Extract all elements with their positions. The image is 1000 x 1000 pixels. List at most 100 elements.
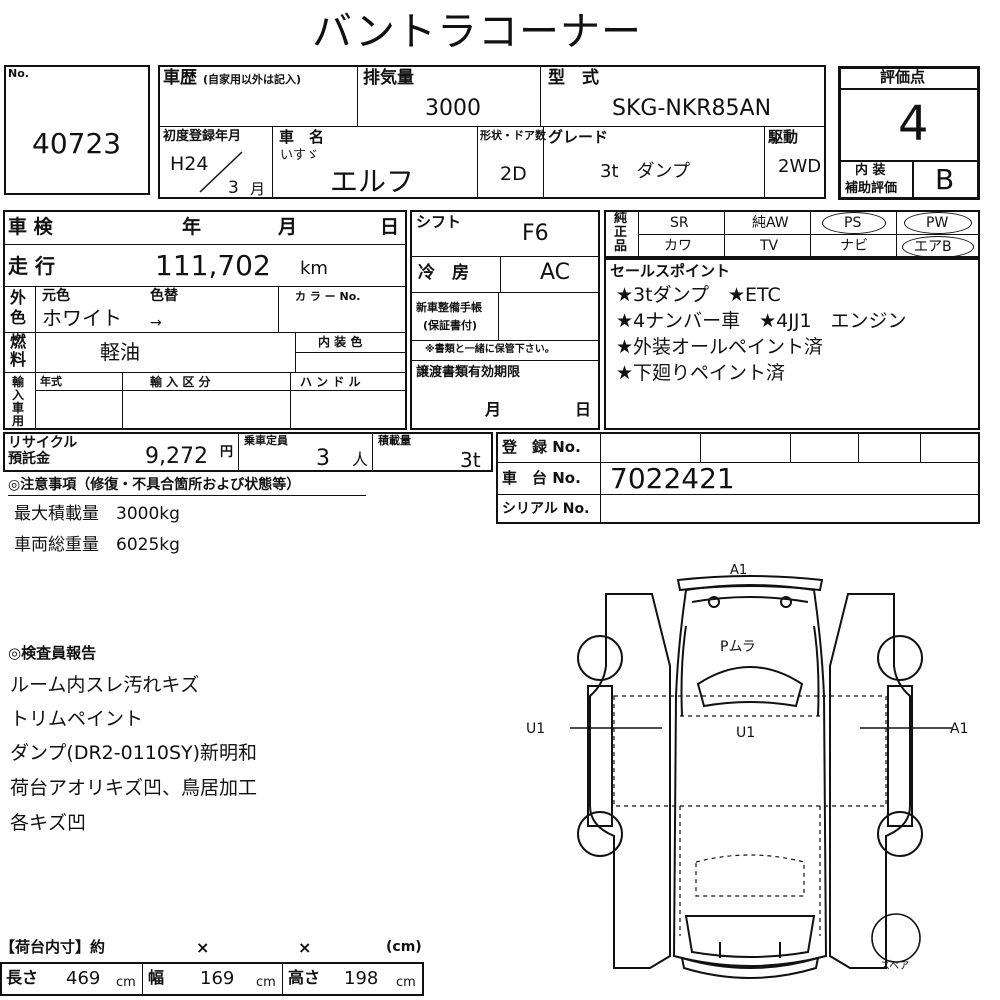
history-note: (自家用以外は記入) — [203, 73, 302, 86]
cargo-length-label: 長さ — [6, 968, 39, 987]
sales-points-box — [604, 258, 980, 430]
car-name-label: 車 名 — [279, 128, 325, 146]
inspector-line-4: 荷台アオリキズ凹、鳥居加工 — [10, 777, 258, 799]
cargo-unit-paren: (cm) — [386, 939, 422, 955]
lot-no-label: No. — [8, 67, 29, 80]
interior-rating-label-1: 内 装 — [855, 163, 886, 178]
fuel-side-1: 燃 — [10, 332, 27, 351]
recycle-unit: 円 — [220, 445, 234, 460]
notes-label: ◎注意事項（修復・不具合箇所および状態等） — [8, 477, 301, 493]
mileage-unit: km — [300, 258, 328, 279]
chassis-no-label: 車 台 No. — [502, 469, 581, 487]
import-side-4: 用 — [12, 414, 25, 428]
import-side-3: 車 — [12, 401, 25, 415]
vehicle-diagram — [570, 575, 952, 979]
equipment-navi: ナビ — [840, 238, 868, 254]
cargo-height-unit: cm — [396, 975, 416, 990]
grade-value: 3t ダンプ — [600, 161, 690, 182]
manual-label-2: (保証書付) — [423, 319, 478, 332]
equipment-ps-circle — [822, 212, 886, 234]
inspection-month: 月 — [278, 216, 298, 238]
inspector-line-5: 各キズ凹 — [10, 812, 87, 834]
color-side-2: 色 — [10, 308, 27, 327]
body-type-label: 形状・ドア数 — [480, 129, 546, 142]
diagram-center-mark: U1 — [736, 725, 756, 741]
first-reg-month-unit: 月 — [250, 180, 266, 198]
middle-info-block — [410, 210, 600, 430]
cargo-length-value: 469 — [66, 968, 101, 989]
inspector-line-3: ダンプ(DR2-0110SY)新明和 — [10, 742, 258, 764]
note-line-2: 車両総重量 6025kg — [14, 535, 180, 555]
equipment-airbag: エアB — [914, 239, 952, 255]
rating-label: 評価点 — [880, 68, 926, 86]
color-value: ホワイト — [42, 306, 122, 330]
sales-points-label: セールスポイント — [610, 262, 731, 280]
model-label: 型 式 — [548, 68, 599, 88]
registration-grid — [496, 432, 980, 524]
inspection-label: 車 検 — [8, 216, 53, 238]
cargo-width-unit: cm — [256, 975, 276, 990]
ac-label: 冷 房 — [418, 263, 469, 283]
note-line-1: 最大積載量 3000kg — [14, 504, 180, 524]
ac-value: AC — [540, 260, 571, 285]
capacity-unit: 人 — [352, 450, 369, 469]
shift-label: シフト — [416, 213, 462, 231]
cargo-x1: × — [196, 938, 210, 957]
equipment-pw-circle — [904, 212, 972, 234]
recycle-row — [3, 432, 493, 472]
transfer-day: 日 — [575, 400, 592, 419]
manual-label-1: 新車整備手帳 — [416, 301, 482, 314]
import-side-2: 入 — [12, 388, 25, 402]
diagram-top-mark: A1 — [730, 563, 748, 578]
lot-number: 40723 — [32, 127, 122, 160]
equipment-leather: カワ — [664, 238, 692, 254]
cargo-width-label: 幅 — [148, 968, 165, 987]
mileage-value: 111,702 — [155, 249, 271, 282]
shift-value: F6 — [522, 221, 549, 246]
left-info-block — [3, 210, 407, 430]
inspection-day: 日 — [380, 216, 400, 238]
history-label: 車歴 — [163, 68, 197, 88]
top-info-grid — [158, 65, 826, 199]
recycle-label-1: リサイクル — [8, 435, 78, 451]
mileage-label: 走 行 — [8, 254, 55, 278]
reg-no-label: 登 録 No. — [502, 438, 581, 456]
first-reg-year: H24 — [170, 153, 209, 175]
recycle-value: 9,272 — [145, 444, 208, 469]
rating-box — [838, 66, 980, 200]
capacity-value: 3 — [316, 446, 330, 471]
cargo-label: 【荷台内寸】約 — [0, 938, 106, 956]
fuel-side-2: 料 — [10, 350, 27, 369]
load-value: 3t — [460, 448, 481, 472]
color-arrow: → — [150, 315, 162, 331]
chassis-no-value: 7022421 — [610, 462, 735, 495]
equipment-ps: PS — [844, 215, 862, 231]
equipment-tv: TV — [760, 238, 779, 254]
interior-rating-value: B — [935, 163, 955, 196]
sales-point-4: ★下廻りペイント済 — [616, 362, 786, 384]
car-maker: いすゞ — [280, 148, 320, 163]
transfer-label: 譲渡書類有効期限 — [416, 365, 521, 380]
equipment-side-1: 純 — [614, 211, 628, 226]
import-year-label: 年式 — [40, 375, 62, 388]
model-value: SKG-NKR85AN — [612, 96, 772, 121]
import-side-1: 輸 — [12, 375, 25, 389]
color-no-label: カ ラ ー No. — [295, 290, 361, 303]
cargo-width-value: 169 — [200, 968, 235, 989]
original-color-label: 元色 — [42, 288, 70, 304]
first-reg-label: 初度登録年月 — [163, 129, 242, 144]
inspection-year: 年 — [182, 216, 202, 238]
displacement-value: 3000 — [425, 96, 481, 121]
inspector-label: ◎検査員報告 — [8, 644, 97, 662]
sales-point-1: ★3tダンプ ★ETC — [616, 284, 781, 306]
equipment-aw: 純AW — [752, 215, 789, 231]
drive-label: 駆動 — [768, 128, 799, 146]
rating-value: 4 — [898, 96, 929, 152]
fuel-value: 軽油 — [100, 340, 140, 364]
first-reg-month: 3 — [228, 178, 239, 198]
grade-label: グレード — [548, 128, 609, 146]
cargo-height-value: 198 — [344, 968, 379, 989]
capacity-label: 乗車定員 — [244, 434, 288, 447]
color-side-1: 外 — [10, 288, 27, 307]
inspector-line-1: ルーム内スレ汚れキズ — [10, 674, 200, 696]
